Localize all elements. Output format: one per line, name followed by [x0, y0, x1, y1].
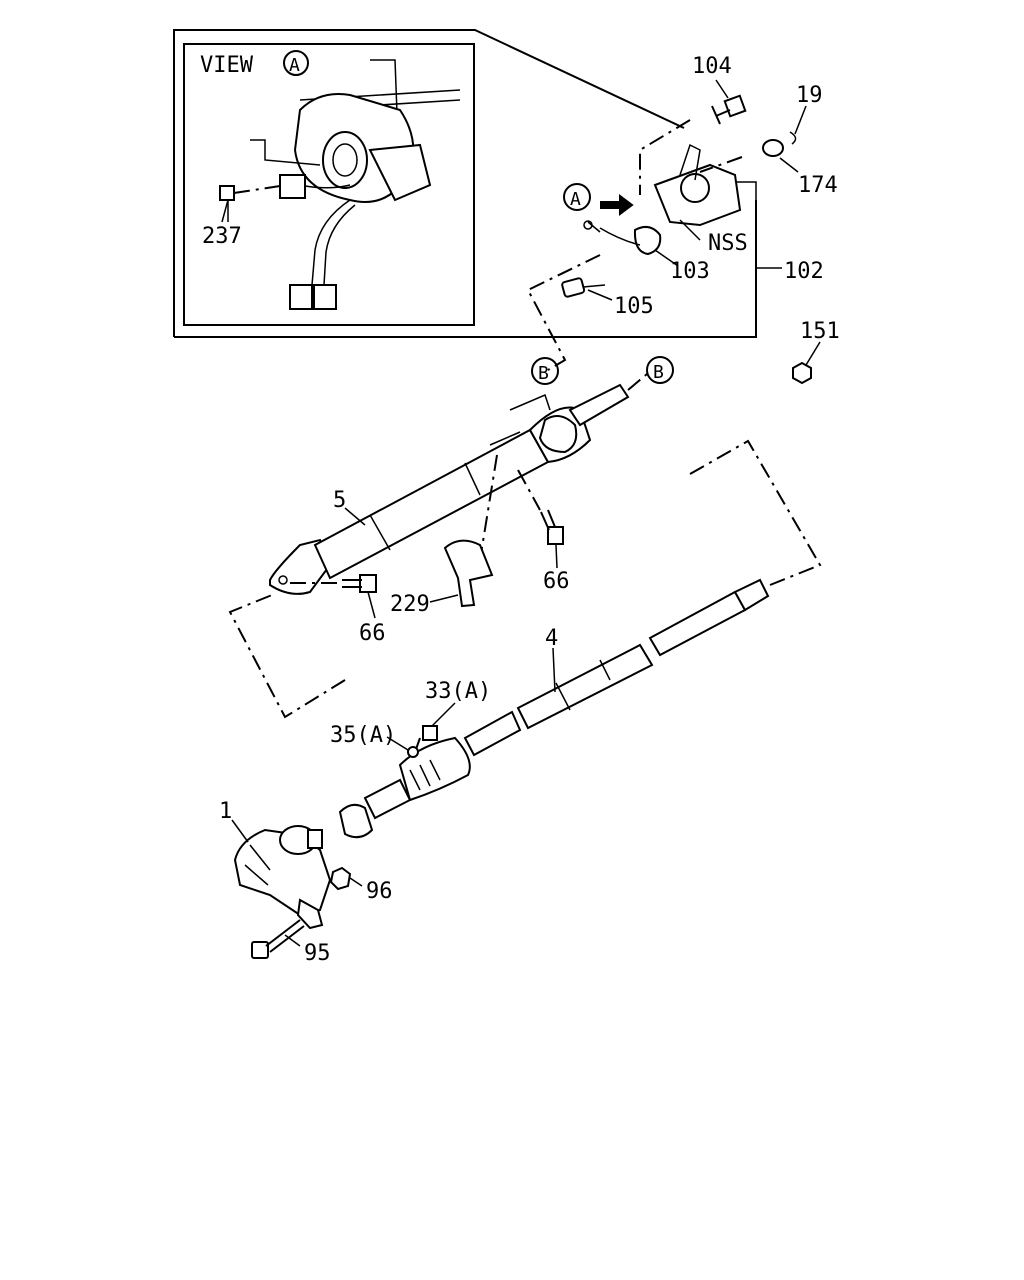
steering-gear-illustration: [233, 825, 352, 959]
callout-b-left-letter: B: [538, 363, 549, 384]
part-label-66-left: 66: [359, 621, 386, 646]
part-label-105: 105: [614, 294, 654, 319]
part-label-33a: 33(A): [425, 679, 491, 704]
column-guide-lines: [228, 439, 822, 719]
part-label-1: 1: [219, 799, 232, 824]
callout-b-right-letter: B: [653, 362, 664, 383]
part-label-35a: 35(A): [330, 723, 396, 748]
part-label-102: 102: [784, 259, 824, 284]
switch-assembly-illustration: [561, 94, 797, 298]
view-label-text: VIEW: [200, 53, 254, 78]
part-label-95: 95: [304, 941, 331, 966]
callout-a-letter: A: [570, 189, 581, 210]
bolt-33a-illustration: [414, 725, 438, 753]
callout-b-left: B: [531, 357, 559, 385]
part-label-96: 96: [366, 879, 393, 904]
callout-b-right: B: [627, 356, 674, 391]
steering-column-illustration: [269, 383, 630, 595]
leader-lines: [227, 79, 821, 947]
view-a-title: VIEW A: [200, 50, 309, 78]
part-label-4: 4: [545, 626, 558, 651]
part-label-237: 237: [202, 224, 242, 249]
view-a-assembly-illustration: [219, 59, 461, 310]
part-label-174: 174: [798, 173, 838, 198]
bracket-229-illustration: [443, 539, 494, 608]
b-leader-line: [526, 254, 601, 371]
part-label-nss: NSS: [708, 231, 748, 256]
callout-a: A: [563, 183, 591, 211]
part-label-229: 229: [390, 592, 430, 617]
bolt-66-vertical: [517, 469, 564, 545]
nut-151-illustration: [792, 361, 812, 385]
part-label-66-right: 66: [543, 569, 570, 594]
intermediate-shaft-illustration: [338, 578, 770, 839]
part-label-104: 104: [692, 54, 732, 79]
part-label-5: 5: [333, 488, 346, 513]
part-label-19: 19: [796, 83, 823, 108]
part-label-103: 103: [670, 259, 710, 284]
view-label-letter: A: [289, 55, 300, 76]
part-label-151: 151: [800, 319, 840, 344]
washer-35a-illustration: [407, 746, 419, 758]
